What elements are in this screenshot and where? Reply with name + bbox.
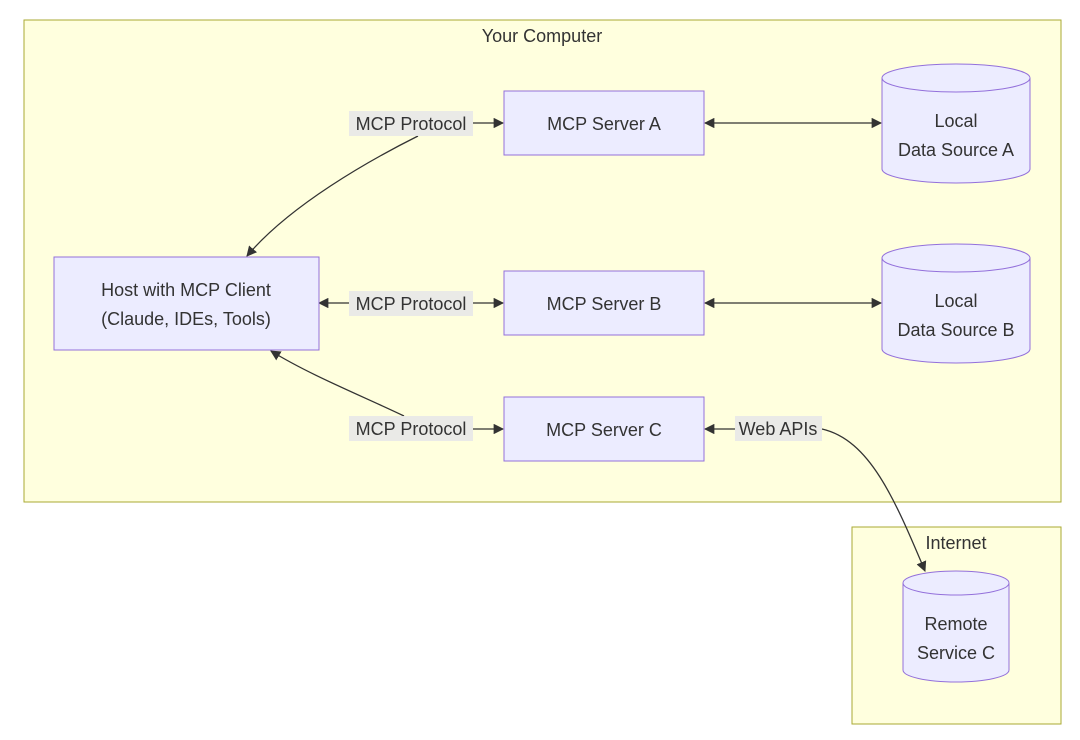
- edge-label-text: Web APIs: [739, 419, 818, 439]
- node-label: MCP Server B: [547, 294, 662, 314]
- node-mcp-server-b[interactable]: MCP Server B: [503, 270, 705, 336]
- node-mcp-server-a[interactable]: MCP Server A: [503, 90, 705, 156]
- edge-host-server-a: [246, 135, 419, 257]
- node-host-mcp-client[interactable]: Host with MCP Client (Claude, IDEs, Tool…: [53, 256, 320, 351]
- node-label-line2: Data Source A: [898, 140, 1014, 160]
- edge-label-text: MCP Protocol: [356, 114, 467, 134]
- cluster-internet: Internet: [851, 526, 1062, 725]
- node-label-line2: (Claude, IDEs, Tools): [101, 309, 271, 329]
- node-mcp-server-c[interactable]: MCP Server C: [503, 396, 705, 462]
- database-local-data-source-a[interactable]: Local Data Source A: [881, 63, 1031, 184]
- node-label-line1: Local: [934, 111, 977, 131]
- node-label-line1: Host with MCP Client: [101, 280, 271, 300]
- edge-label-protocol-a: MCP Protocol: [349, 111, 473, 136]
- database-local-data-source-b[interactable]: Local Data Source B: [881, 243, 1031, 364]
- database-remote-service-c[interactable]: Remote Service C: [902, 570, 1010, 683]
- edge-label-text: MCP Protocol: [356, 419, 467, 439]
- cluster-title-internet: Internet: [925, 533, 986, 553]
- edges: [246, 117, 927, 572]
- node-label-line2: Service C: [917, 643, 995, 663]
- node-label: MCP Server A: [547, 114, 661, 134]
- node-label: MCP Server C: [546, 420, 662, 440]
- edge-host-server-c: [270, 350, 405, 417]
- edge-label-protocol-c: MCP Protocol: [349, 416, 473, 441]
- node-label-line2: Data Source B: [897, 320, 1014, 340]
- edge-label-web-apis: Web APIs: [735, 416, 822, 441]
- node-label-line1: Local: [934, 291, 977, 311]
- edge-web-apis-remote-c: [821, 428, 927, 572]
- edge-label-protocol-b: MCP Protocol: [349, 291, 473, 316]
- node-label-line1: Remote: [924, 614, 987, 634]
- cluster-title-your-computer: Your Computer: [482, 26, 602, 46]
- edge-label-text: MCP Protocol: [356, 294, 467, 314]
